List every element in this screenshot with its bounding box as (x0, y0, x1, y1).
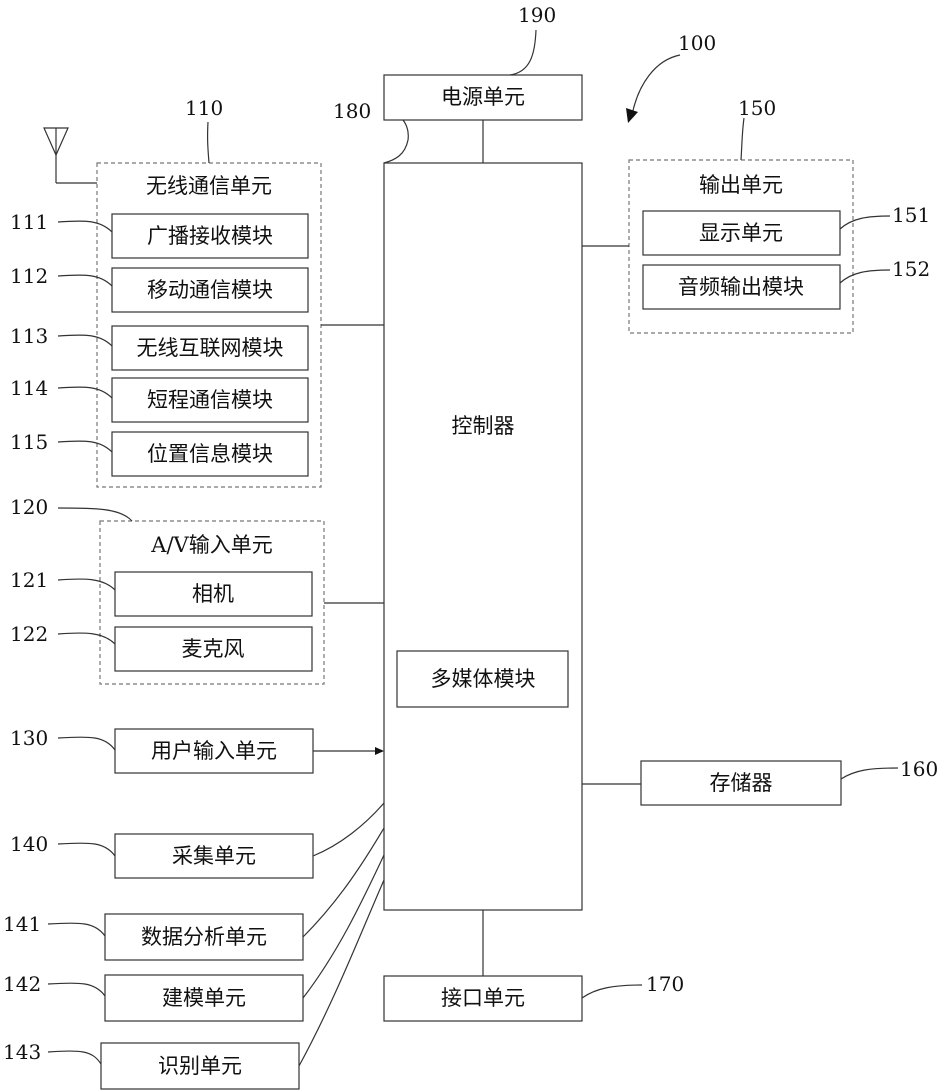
ref-112: 112 (10, 264, 48, 288)
ref-111: 111 (10, 210, 48, 234)
ref-115: 115 (10, 430, 48, 454)
broadcast-receive-module-label: 广播接收模块 (147, 224, 273, 248)
wireless-internet-module-label: 无线互联网模块 (137, 336, 284, 360)
ref-112-leader (58, 275, 112, 286)
power-ref-leader (510, 30, 536, 75)
antenna-icon (44, 128, 97, 183)
data-analysis-unit-label: 数据分析单元 (141, 925, 267, 949)
ref-120-leader (58, 508, 132, 521)
output-ref-leader (741, 118, 744, 160)
audio-output-module-label: 音频输出模块 (678, 275, 804, 299)
microphone-label: 麦克风 (182, 637, 245, 661)
interface-ref-leader (582, 985, 642, 998)
av-input-ref: 120 (10, 495, 48, 519)
ref-113-leader (58, 335, 112, 346)
ref-151: 151 (892, 203, 930, 227)
output-unit-label: 输出单元 (699, 173, 783, 197)
controller-box (384, 163, 582, 910)
ref-140-leader (58, 843, 115, 856)
ref-122-leader (58, 633, 115, 644)
recognition-ref: 143 (3, 1040, 41, 1064)
ref-121-leader (58, 579, 115, 590)
system-ref: 100 (678, 31, 716, 55)
ref-141-leader (48, 923, 105, 936)
ref-122: 122 (10, 622, 48, 646)
mobile-comm-module-label: 移动通信模块 (147, 278, 273, 302)
controller-label: 控制器 (452, 414, 515, 438)
acquisition-ref: 140 (10, 832, 48, 856)
modeling-unit-label: 建模单元 (162, 986, 246, 1010)
ref-115-leader (58, 441, 112, 452)
wireless-ref-leader (208, 122, 209, 163)
user-input-unit-label: 用户输入单元 (151, 739, 277, 763)
ref-142-leader (48, 983, 105, 996)
ref-130-leader (58, 737, 115, 750)
data-analysis-controller-link (303, 828, 384, 937)
modeling-controller-link (303, 855, 384, 998)
output-ref: 150 (738, 96, 776, 120)
ref-114-leader (58, 387, 112, 398)
multimedia-module-label: 多媒体模块 (431, 667, 536, 691)
ref-152-leader (840, 270, 890, 283)
power-ref: 190 (518, 3, 556, 27)
recognition-unit-label: 识别单元 (158, 1054, 242, 1078)
power-unit-label: 电源单元 (441, 85, 525, 109)
camera-label: 相机 (192, 582, 234, 606)
memory-ref-leader (841, 768, 898, 779)
acquisition-controller-link (313, 803, 384, 856)
ref-143-leader (48, 1051, 101, 1064)
interface-ref: 170 (646, 972, 684, 996)
display-unit-label: 显示单元 (699, 221, 783, 245)
wireless-ref: 110 (185, 96, 223, 120)
controller-ref: 180 (333, 99, 371, 123)
memory-ref: 160 (900, 757, 938, 781)
system-ref-arrowhead (626, 108, 638, 123)
ref-111-leader (58, 221, 112, 232)
data-analysis-ref: 141 (3, 912, 41, 936)
recognition-controller-link (299, 880, 384, 1066)
system-ref-arrow (632, 55, 680, 115)
ref-114: 114 (10, 376, 48, 400)
ref-152: 152 (892, 257, 930, 281)
av-input-unit-label: A/V输入单元 (150, 533, 272, 557)
wireless-unit-label: 无线通信单元 (146, 174, 272, 198)
short-range-comm-module-label: 短程通信模块 (147, 388, 273, 412)
user-input-arrowhead (375, 747, 384, 755)
modeling-ref: 142 (3, 972, 41, 996)
location-info-module-label: 位置信息模块 (147, 442, 273, 466)
user-input-ref: 130 (10, 726, 48, 750)
interface-unit-label: 接口单元 (441, 986, 525, 1010)
ref-113: 113 (10, 324, 48, 348)
ref-121: 121 (10, 568, 48, 592)
ref-151-leader (840, 216, 890, 229)
acquisition-unit-label: 采集单元 (172, 844, 256, 868)
memory-label: 存储器 (710, 771, 773, 795)
